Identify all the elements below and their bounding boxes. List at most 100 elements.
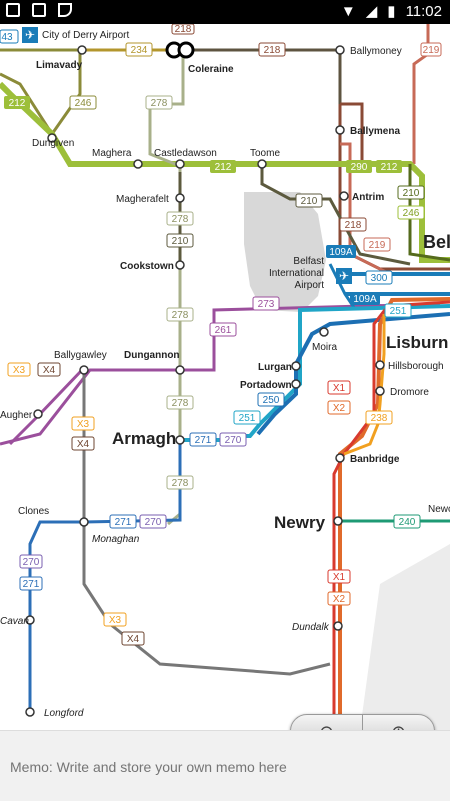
station-airport-line1[interactable]: Belfast: [293, 256, 324, 267]
airport-icon: [22, 27, 38, 43]
station-ballymena[interactable]: Ballymena: [350, 126, 400, 137]
route-badge[interactable]: 218: [264, 45, 281, 56]
route-badge[interactable]: 219: [423, 45, 440, 56]
route-badge[interactable]: X3: [77, 419, 90, 430]
route-badge[interactable]: X3: [109, 615, 122, 626]
route-badge[interactable]: 290: [351, 162, 368, 173]
route-badge[interactable]: 270: [23, 557, 40, 568]
zoom-out-icon: ⊖: [319, 722, 334, 731]
memo-bar: [0, 730, 450, 801]
station-newry[interactable]: Newry: [274, 513, 326, 532]
station-moira[interactable]: Moira: [312, 342, 337, 353]
zoom-divider: [362, 715, 363, 730]
station-portadown[interactable]: Portadown: [240, 380, 292, 391]
station-banbridge[interactable]: Banbridge: [350, 454, 400, 465]
check-icon: [58, 3, 72, 17]
svg-text:✈: ✈: [339, 269, 349, 283]
route-badge[interactable]: 212: [381, 162, 398, 173]
route-badge[interactable]: X1: [333, 572, 346, 583]
station-antrim[interactable]: Antrim: [352, 192, 384, 203]
sd-card-icon: [32, 3, 46, 17]
station-augher[interactable]: Augher: [0, 410, 33, 421]
route-badge[interactable]: 210: [403, 188, 420, 199]
station-dungiven[interactable]: Dungiven: [32, 138, 74, 149]
transit-map[interactable]: ✈ ✈ City of Derry Airport Limavady Coler…: [0, 24, 450, 730]
route-badge[interactable]: 240: [399, 517, 416, 528]
route-badge[interactable]: X4: [43, 365, 56, 376]
station-coleraine[interactable]: Coleraine: [188, 64, 234, 75]
memo-input[interactable]: [8, 753, 442, 781]
route-badge[interactable]: 250: [263, 395, 280, 406]
svg-text:✈: ✈: [25, 28, 35, 42]
zoom-in-button[interactable]: ⊕: [363, 715, 434, 731]
status-bar: ▼ ◢ ▮ 11:02: [0, 0, 450, 24]
station-longford[interactable]: Longford: [44, 708, 84, 719]
route-badge[interactable]: 246: [403, 208, 420, 219]
route-badge[interactable]: X2: [333, 403, 346, 414]
station-airport-line2[interactable]: International: [269, 268, 324, 279]
station-derry[interactable]: City of Derry Airport: [42, 30, 129, 41]
station-castledawson[interactable]: Castledawson: [154, 148, 217, 159]
station-dromore[interactable]: Dromore: [390, 387, 429, 398]
station-dundalk[interactable]: Dundalk: [292, 622, 330, 633]
station-monaghan[interactable]: Monaghan: [92, 534, 140, 545]
route-badge[interactable]: 278: [172, 398, 189, 409]
route-badge[interactable]: 273: [258, 299, 275, 310]
airport-icon: [336, 268, 352, 284]
route-badge[interactable]: X4: [127, 634, 140, 645]
route-badge[interactable]: 210: [172, 236, 189, 247]
battery-icon: ▮: [387, 3, 396, 20]
route-badge[interactable]: 278: [172, 214, 189, 225]
route-badge[interactable]: 251: [239, 413, 256, 424]
route-badge[interactable]: 270: [225, 435, 242, 446]
station-belfast[interactable]: Belf: [423, 232, 450, 252]
station-airport-line3[interactable]: Airport: [295, 280, 325, 291]
route-badge[interactable]: 271: [23, 579, 40, 590]
route-badge[interactable]: 212: [215, 162, 232, 173]
station-armagh[interactable]: Armagh: [112, 429, 176, 448]
station-cookstown[interactable]: Cookstown: [120, 261, 174, 272]
route-badge[interactable]: X4: [77, 439, 90, 450]
route-badge[interactable]: 218: [345, 220, 362, 231]
route-badge[interactable]: X2: [333, 594, 346, 605]
route-badge[interactable]: 234: [131, 45, 148, 56]
route-badge[interactable]: 218: [175, 24, 192, 35]
station-limavady[interactable]: Limavady: [36, 60, 83, 71]
route-badge[interactable]: 278: [172, 478, 189, 489]
station-clones[interactable]: Clones: [18, 506, 49, 517]
route-badge[interactable]: 246: [75, 98, 92, 109]
route-badge[interactable]: X3: [13, 365, 26, 376]
route-badge[interactable]: 109A: [329, 247, 353, 258]
route-badge[interactable]: 219: [369, 240, 386, 251]
station-lisburn[interactable]: Lisburn: [386, 333, 448, 352]
route-badge[interactable]: 270: [145, 517, 162, 528]
station-lurgan[interactable]: Lurgan: [258, 362, 292, 373]
route-badge[interactable]: 261: [215, 325, 232, 336]
route-badge[interactable]: X1: [333, 383, 346, 394]
coleraine-hub[interactable]: [165, 41, 195, 59]
route-badge[interactable]: 212: [9, 98, 26, 109]
station-toome[interactable]: Toome: [250, 148, 280, 159]
station-maghera[interactable]: Maghera: [92, 148, 132, 159]
signal-icon: ◢: [365, 3, 378, 20]
route-map-svg[interactable]: ✈ ✈ City of Derry Airport Limavady Coler…: [0, 24, 450, 730]
route-badge[interactable]: 109A: [353, 294, 377, 305]
route-badge[interactable]: 210: [301, 196, 318, 207]
station-dungannon[interactable]: Dungannon: [124, 350, 180, 361]
route-badge[interactable]: 300: [371, 273, 388, 284]
zoom-control[interactable]: ⊖ ⊕: [290, 714, 435, 730]
route-badge[interactable]: 271: [115, 517, 132, 528]
station-ballymoney[interactable]: Ballymoney: [350, 46, 402, 57]
station-newcastle[interactable]: Newc: [428, 504, 450, 515]
route-badge[interactable]: 238: [371, 413, 388, 424]
station-cavan[interactable]: Cavan: [0, 616, 29, 627]
station-magherafelt[interactable]: Magherafelt: [116, 194, 169, 205]
route-badge[interactable]: 43: [1, 32, 13, 43]
route-badge[interactable]: 278: [151, 98, 168, 109]
route-badge[interactable]: 251: [390, 306, 407, 317]
route-badge[interactable]: 278: [172, 310, 189, 321]
station-hillsborough[interactable]: Hillsborough: [388, 361, 444, 372]
route-badge[interactable]: 271: [195, 435, 212, 446]
station-ballygawley[interactable]: Ballygawley: [54, 350, 107, 361]
zoom-out-button[interactable]: ⊖: [291, 715, 362, 731]
